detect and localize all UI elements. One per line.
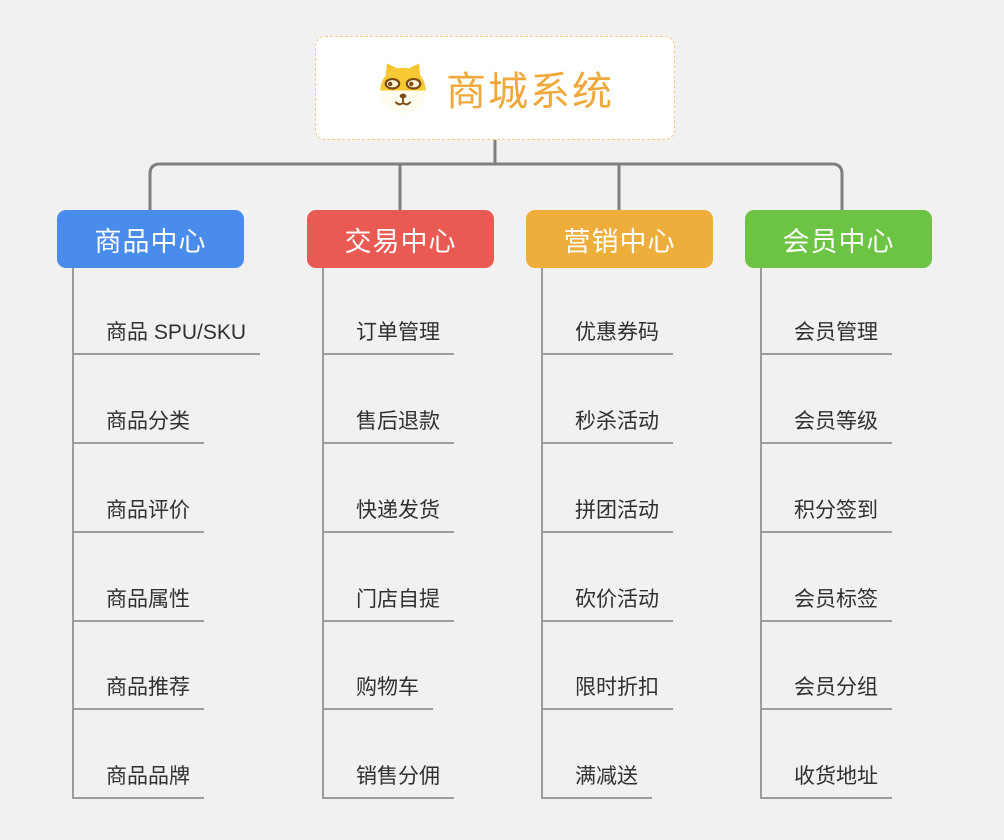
subtopic-item[interactable]: 商品评价 (72, 444, 260, 533)
subtopic-item[interactable]: 会员分组 (760, 622, 892, 711)
subtopic-label: 会员标签 (760, 583, 892, 622)
subtopic-label: 拼团活动 (541, 494, 673, 533)
subtopic-label: 商品品牌 (72, 760, 204, 800)
subtopic-label: 快递发货 (322, 494, 454, 533)
subtopic-column: 优惠券码秒杀活动拼团活动砍价活动限时折扣满减送 (541, 266, 673, 800)
subtopic-label: 购物车 (322, 671, 433, 711)
subtopic-item[interactable]: 商品品牌 (72, 710, 260, 800)
subtopic-column: 会员管理会员等级积分签到会员标签会员分组收货地址 (760, 266, 892, 800)
subtopic-connector-line (541, 267, 543, 799)
subtopic-label: 积分签到 (760, 494, 892, 533)
subtopic-item[interactable]: 售后退款 (322, 355, 454, 444)
subtopic-label: 门店自提 (322, 583, 454, 622)
subtopic-label: 订单管理 (322, 316, 454, 356)
subtopic-column: 订单管理售后退款快递发货门店自提购物车销售分佣 (322, 266, 454, 800)
subtopic-connector-line (322, 267, 324, 799)
branch-topic-1[interactable]: 交易中心 (307, 210, 494, 268)
branch-topic-label: 营销中心 (563, 226, 676, 257)
subtopic-connector-line (72, 267, 74, 799)
subtopic-label: 售后退款 (322, 405, 454, 444)
subtopic-label: 销售分佣 (322, 760, 454, 800)
subtopic-item[interactable]: 会员等级 (760, 355, 892, 444)
subtopic-label: 会员管理 (760, 316, 892, 356)
subtopic-item[interactable]: 销售分佣 (322, 710, 454, 800)
subtopic-item[interactable]: 商品属性 (72, 533, 260, 622)
branch-topic-label: 交易中心 (344, 226, 457, 257)
subtopic-item[interactable]: 积分签到 (760, 444, 892, 533)
branch-topic-label: 会员中心 (782, 226, 895, 257)
root-topic-label: 商城系统 (446, 70, 614, 114)
subtopic-label: 商品 SPU/SKU (72, 316, 261, 356)
subtopic-item[interactable]: 优惠券码 (541, 266, 673, 356)
subtopic-label: 商品分类 (72, 405, 204, 444)
subtopic-item[interactable]: 快递发货 (322, 444, 454, 533)
subtopic-label: 秒杀活动 (541, 405, 673, 444)
subtopic-item[interactable]: 商品推荐 (72, 622, 260, 711)
subtopic-item[interactable]: 秒杀活动 (541, 355, 673, 444)
subtopic-label: 收货地址 (760, 760, 892, 800)
branch-bar-line (148, 162, 844, 212)
subtopic-label: 商品推荐 (72, 671, 204, 711)
root-topic[interactable]: 商城系统 (315, 36, 675, 140)
subtopic-label: 满减送 (541, 760, 652, 800)
shiba-dog-icon (380, 63, 426, 114)
branch-topic-label: 商品中心 (94, 226, 207, 257)
subtopic-item[interactable]: 商品分类 (72, 355, 260, 444)
branch-topic-0[interactable]: 商品中心 (57, 210, 244, 268)
subtopic-column: 商品 SPU/SKU 商品分类商品评价商品属性商品推荐商品品牌 (72, 266, 261, 800)
subtopic-label: 会员等级 (760, 405, 892, 444)
branch-topic-3[interactable]: 会员中心 (745, 210, 932, 268)
subtopic-label: 会员分组 (760, 671, 892, 711)
subtopic-item[interactable]: 收货地址 (760, 710, 892, 800)
subtopic-item[interactable]: 限时折扣 (541, 622, 673, 711)
subtopic-item[interactable]: 砍价活动 (541, 533, 673, 622)
subtopic-label: 商品属性 (72, 583, 204, 622)
subtopic-label: 限时折扣 (541, 671, 673, 711)
subtopic-item[interactable]: 会员标签 (760, 533, 892, 622)
subtopic-item[interactable]: 订单管理 (322, 266, 454, 356)
subtopic-label: 砍价活动 (541, 583, 673, 622)
subtopic-item[interactable]: 购物车 (322, 622, 454, 711)
subtopic-item[interactable]: 满减送 (541, 710, 673, 800)
subtopic-item[interactable]: 会员管理 (760, 266, 892, 356)
subtopic-item[interactable]: 商品 SPU/SKU (72, 266, 261, 356)
subtopic-item[interactable]: 门店自提 (322, 533, 454, 622)
subtopic-label: 商品评价 (72, 494, 204, 533)
subtopic-connector-line (760, 267, 762, 799)
branch-topic-2[interactable]: 营销中心 (526, 210, 713, 268)
subtopic-item[interactable]: 拼团活动 (541, 444, 673, 533)
subtopic-label: 优惠券码 (541, 316, 673, 356)
